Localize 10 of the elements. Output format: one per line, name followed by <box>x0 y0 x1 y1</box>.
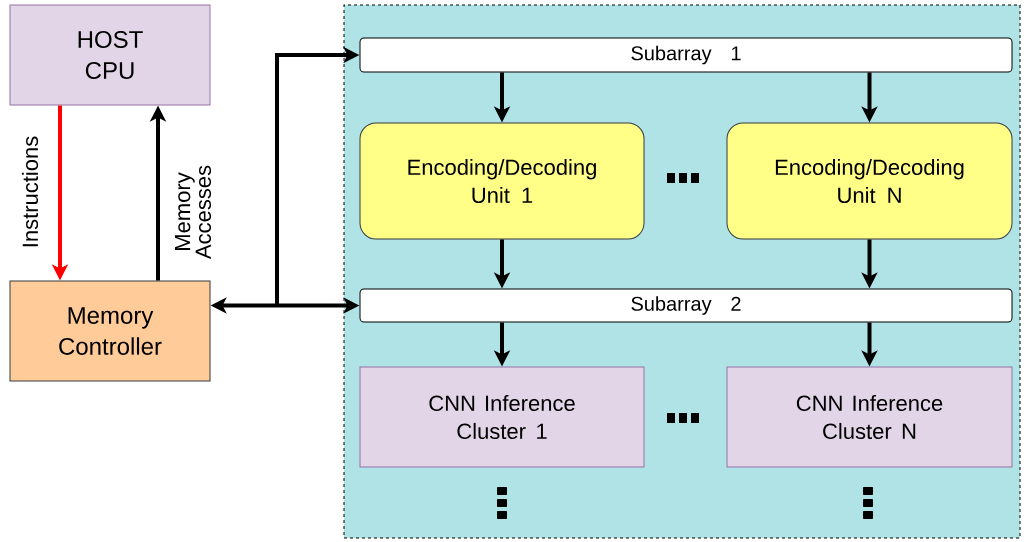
cluster-box: CNN Inference Cluster 1 <box>359 366 645 468</box>
cluster-box: CNN Inference Cluster N <box>726 366 1013 468</box>
subarray-bar: Subarray 1 <box>359 37 1013 73</box>
controller-box: Memory Controller <box>9 280 211 382</box>
unit-box: Encoding/Decoding Unit N <box>726 122 1013 240</box>
edge-label: Instructions <box>21 136 39 247</box>
subarray-bar: Subarray 2 <box>359 288 1013 323</box>
edge-label: Memory Accesses <box>175 165 212 260</box>
unit-box: Encoding/Decoding Unit 1 <box>359 122 645 240</box>
processor-box: HOST CPU <box>9 4 211 106</box>
